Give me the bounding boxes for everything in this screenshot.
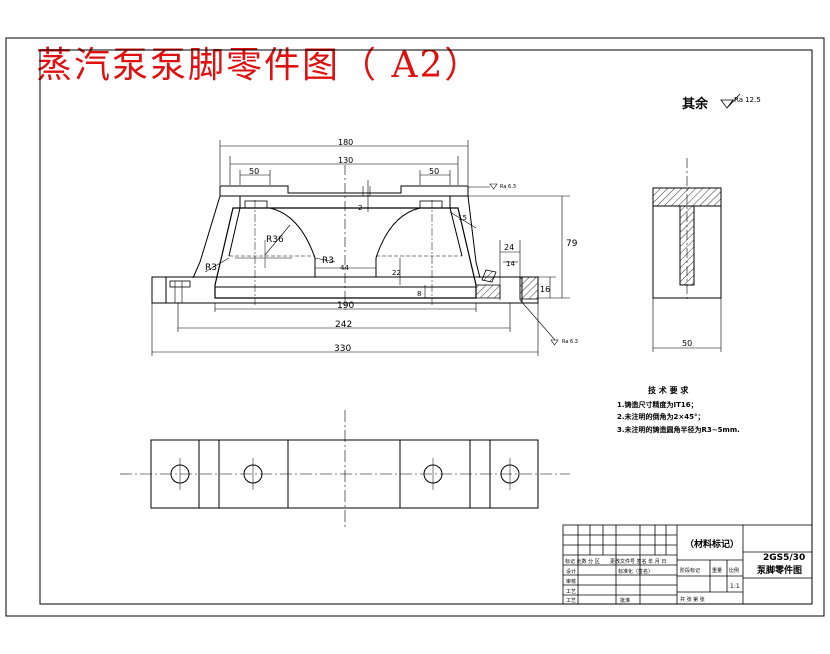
title-block-craft: 工艺: [566, 598, 576, 604]
dim-r3-left: R3: [205, 263, 217, 273]
dim-190: 190: [337, 301, 354, 311]
title-block-drawing-no: 2GS5/30: [763, 553, 805, 563]
side-view: [652, 158, 722, 352]
finish-mark-top: Ra 6.3: [500, 184, 516, 190]
title-block-weight: 重量: [712, 567, 722, 574]
dim-16: 16: [540, 285, 550, 294]
dim-15: 15: [458, 214, 467, 222]
title-block-approve: 批准: [620, 597, 630, 604]
title-block-check: 审核: [566, 578, 576, 585]
title-block-design: 设计: [566, 568, 576, 575]
dim-50-left: 50: [249, 167, 259, 176]
front-view: [151, 165, 539, 310]
title-block-material: （材料标记）: [685, 538, 739, 550]
title-block-row-change: 更改文件号 签名 年 月 日: [610, 558, 666, 565]
finish-symbol-icon: [720, 93, 741, 109]
tech-req-item-1: 1.铸造尺寸精度为IT16；: [617, 400, 698, 409]
dim-r36: R36: [266, 235, 284, 245]
rest-finish-value: Ra 12.5: [734, 96, 761, 104]
title-block-std: 标准化（签名）: [618, 568, 653, 575]
title-block-scale: 1:1: [730, 583, 740, 590]
title-block: [562, 524, 813, 605]
dim-242: 242: [335, 320, 352, 330]
rest-finish-label: 其余: [682, 96, 709, 112]
title-block-row-marks: 标记 处数 分 区: [565, 558, 600, 565]
title-block-craft-row: 工艺: [566, 589, 576, 595]
outer-border: [5, 37, 825, 617]
side-dim-50: 50: [682, 339, 692, 348]
dim-r3-right: R3: [322, 256, 334, 266]
dim-24: 24: [504, 243, 514, 252]
dim-79: 79: [566, 239, 578, 249]
title-block-part-name: 泵脚零件图: [757, 564, 802, 576]
dim-50-right: 50: [429, 167, 439, 176]
tech-req-item-2: 2.未注明的倒角为2×45°；: [617, 412, 705, 421]
dim-14: 14: [506, 260, 515, 268]
dim-130: 130: [338, 156, 353, 165]
tech-req-heading: 技 术 要 求: [648, 385, 689, 395]
drawing-title: 蒸汽泵泵脚零件图（ A2）: [36, 45, 483, 86]
dim-44: 44: [340, 264, 349, 272]
front-dimensions: [151, 140, 570, 356]
finish-triangle-icon: [489, 183, 559, 346]
dim-2: 2: [358, 204, 362, 212]
inner-border: [39, 49, 813, 605]
top-view: [120, 410, 570, 528]
title-block-sheets: 共 张 第 张: [680, 596, 705, 603]
finish-mark-bottom: Ra 6.3: [562, 339, 578, 345]
body-outline: [214, 207, 477, 299]
dim-22: 22: [392, 269, 401, 277]
title-block-stage: 阶段标记: [680, 567, 700, 574]
dim-330: 330: [334, 344, 351, 354]
title-block-scale-label: 比例: [729, 567, 739, 574]
dim-8: 8: [417, 290, 421, 298]
dim-180: 180: [338, 138, 353, 147]
tech-req-item-3: 3.未注明的铸造圆角半径为R3~5mm.: [617, 425, 740, 434]
